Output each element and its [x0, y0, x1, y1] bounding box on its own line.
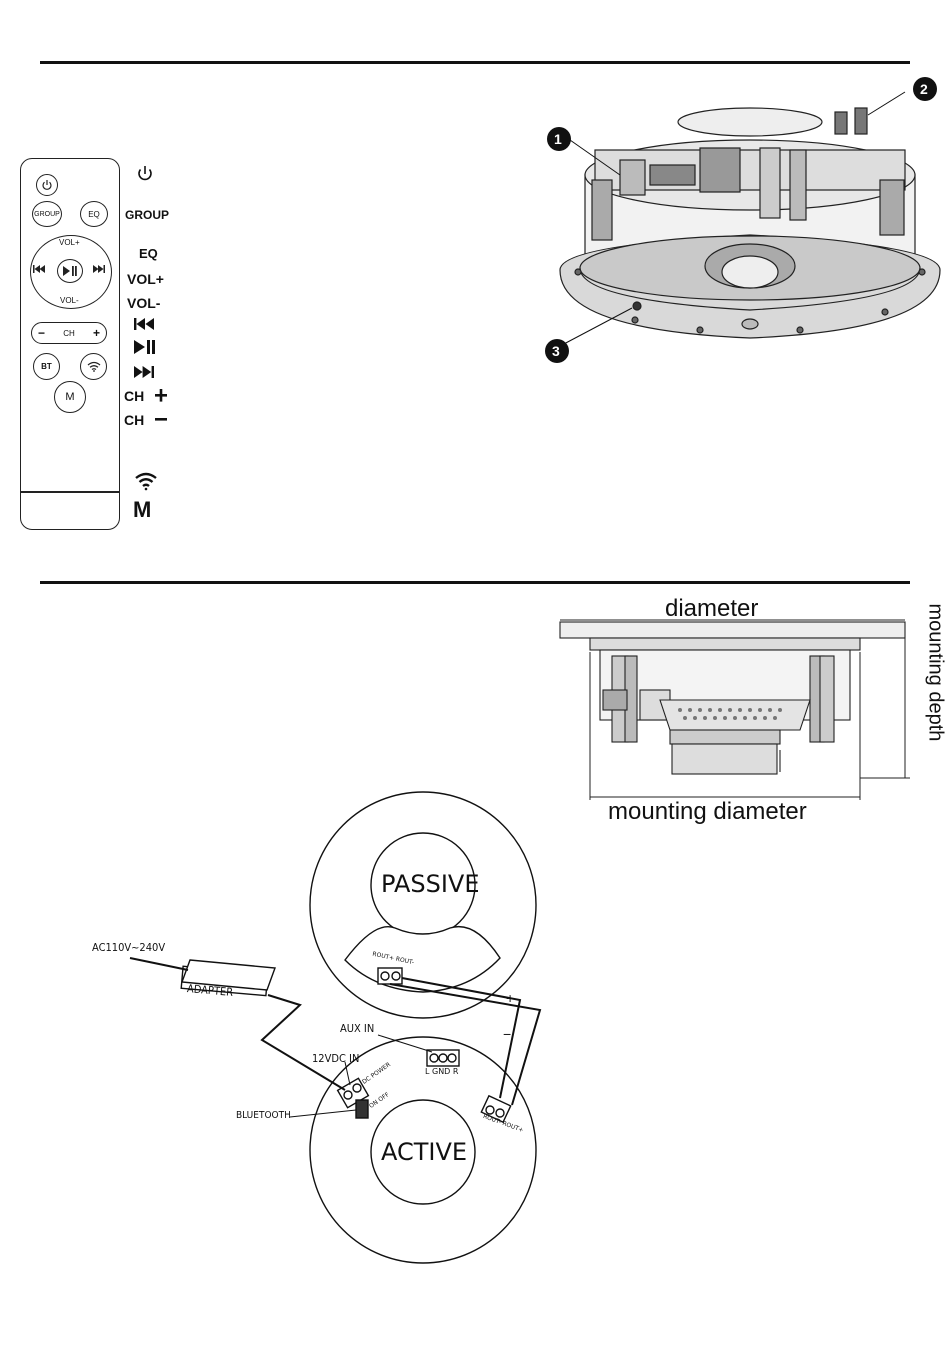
dc-cord — [262, 995, 345, 1090]
bluetooth-label: BLUETOOTH — [236, 1110, 291, 1121]
passive-speaker-label: PASSIVE — [381, 870, 479, 898]
bluetooth-switch — [356, 1100, 368, 1118]
polarity-minus-label: − — [503, 1026, 511, 1042]
ac-input-label: AC110V~240V — [92, 941, 165, 954]
active-speaker-label: ACTIVE — [381, 1138, 467, 1166]
ac-cord — [130, 958, 188, 970]
aux-in-label: AUX IN — [340, 1022, 374, 1035]
aux-lgndr-label: L GND R — [425, 1067, 458, 1076]
polarity-plus-label: + — [506, 990, 514, 1006]
dc-in-label: 12VDC IN — [312, 1052, 359, 1065]
